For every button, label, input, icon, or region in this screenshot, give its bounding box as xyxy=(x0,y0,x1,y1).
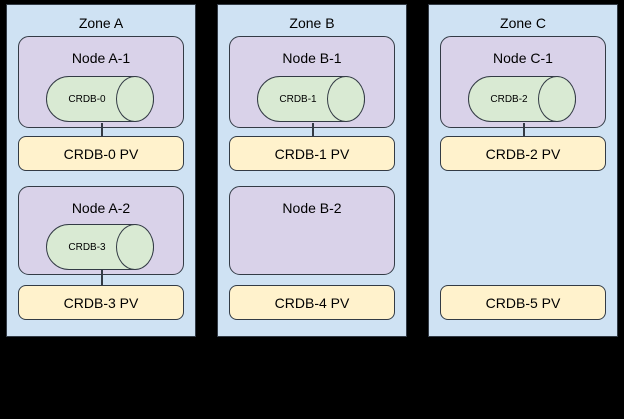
zone-c-title: Zone C xyxy=(500,15,546,31)
node-b1: Node B-1 CRDB-1 xyxy=(229,36,395,128)
cylinder-cap-icon xyxy=(538,76,576,122)
zone-a: Zone A Node A-1 CRDB-0 CRDB-0 PV Node A-… xyxy=(6,4,196,337)
pod-cylinder-crdb-0: CRDB-0 xyxy=(46,76,154,122)
node-a2: Node A-2 CRDB-3 xyxy=(18,186,184,275)
connector-crdb-3-to-pv xyxy=(101,269,103,286)
pv-crdb-2: CRDB-2 PV xyxy=(440,136,606,171)
pod-crdb-2-label: CRDB-2 xyxy=(490,93,528,105)
node-a2-title: Node A-2 xyxy=(71,200,131,216)
zone-a-title: Zone A xyxy=(78,15,124,31)
node-b1-title: Node B-1 xyxy=(282,50,342,66)
node-b2-empty: Node B-2 xyxy=(229,186,395,275)
pv-crdb-3: CRDB-3 PV xyxy=(18,285,184,320)
cylinder-cap-icon xyxy=(116,224,154,270)
node-a1-title: Node A-1 xyxy=(71,50,131,66)
pod-cylinder-crdb-3: CRDB-3 xyxy=(46,224,154,270)
zone-b: Zone B Node B-1 CRDB-1 CRDB-1 PV Node B-… xyxy=(217,4,407,337)
node-c1: Node C-1 CRDB-2 xyxy=(440,36,606,128)
zone-b-title: Zone B xyxy=(289,15,335,31)
pod-crdb-1-label: CRDB-1 xyxy=(279,93,317,105)
pod-cylinder-crdb-2: CRDB-2 xyxy=(468,76,576,122)
pod-crdb-3-label: CRDB-3 xyxy=(68,241,106,253)
zone-c: Zone C Node C-1 CRDB-2 CRDB-2 PV CRDB-5 … xyxy=(428,4,618,337)
pv-crdb-0: CRDB-0 PV xyxy=(18,136,184,171)
pv-crdb-4-unattached: CRDB-4 PV xyxy=(229,285,395,320)
connector-crdb-2-to-pv xyxy=(523,123,525,137)
cylinder-cap-icon xyxy=(116,76,154,122)
pod-cylinder-crdb-1: CRDB-1 xyxy=(257,76,365,122)
connector-crdb-0-to-pv xyxy=(101,123,103,137)
node-a1: Node A-1 CRDB-0 xyxy=(18,36,184,128)
node-b2-title: Node B-2 xyxy=(282,200,342,216)
cylinder-cap-icon xyxy=(327,76,365,122)
connector-crdb-1-to-pv xyxy=(312,123,314,137)
node-c1-title: Node C-1 xyxy=(493,50,553,66)
pv-crdb-5-unattached: CRDB-5 PV xyxy=(440,285,606,320)
pv-crdb-1: CRDB-1 PV xyxy=(229,136,395,171)
pod-crdb-0-label: CRDB-0 xyxy=(68,93,106,105)
